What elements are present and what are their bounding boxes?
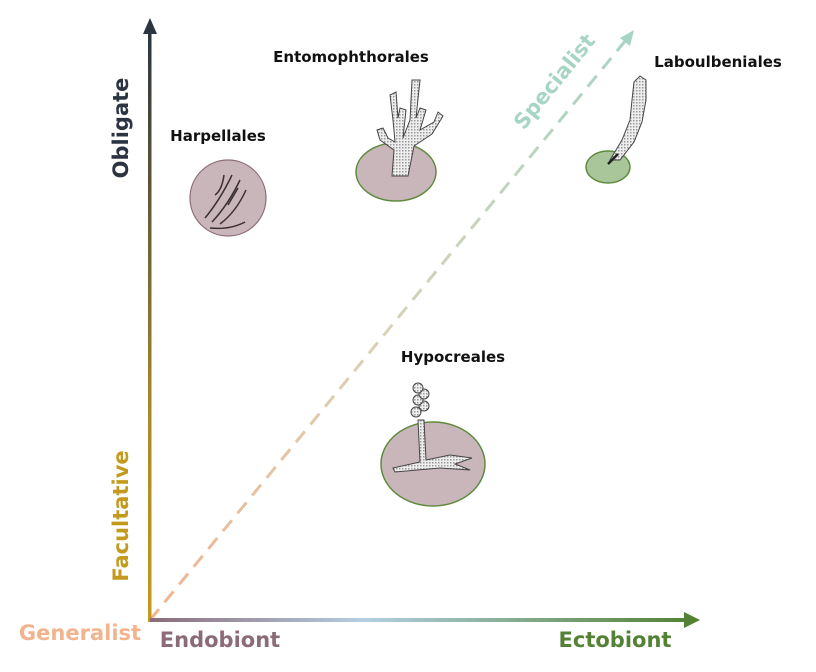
endobiont-label: Endobiont [160, 628, 280, 652]
harpellales-group: Harpellales [170, 127, 267, 237]
facultative-label: Facultative [109, 450, 133, 581]
ectobiont-label: Ectobiont [559, 628, 672, 652]
laboulbeniales-thallus-icon [609, 75, 647, 161]
y-axis [143, 18, 157, 622]
harpellales-label: Harpellales [170, 127, 266, 145]
specialist-label: Specialist [509, 29, 600, 134]
diagonal-arrowhead [620, 30, 634, 46]
laboulbeniales-group: Laboulbeniales [585, 53, 782, 184]
host-circle [189, 159, 267, 237]
laboulbeniales-label: Laboulbeniales [654, 53, 782, 71]
hypocreales-label: Hypocreales [401, 348, 505, 366]
x-axis-arrowhead [684, 612, 700, 628]
specialization-diagonal [148, 30, 634, 621]
obligate-label: Obligate [109, 78, 133, 179]
generalist-label: Generalist [19, 621, 141, 645]
laboulbeniales-foot-icon [607, 153, 619, 165]
harpellales-thallus-icon [204, 174, 247, 230]
entomophthorales-label: Entomophthorales [273, 48, 429, 66]
entomophthorales-group: Entomophthorales [273, 48, 444, 202]
entomophthorales-conidiophore-icon [376, 79, 444, 177]
x-axis [150, 612, 700, 628]
y-axis-arrowhead [143, 18, 157, 34]
hypocreales-conidiophore-icon [392, 382, 473, 473]
hypocreales-group: Hypocreales [380, 348, 505, 507]
